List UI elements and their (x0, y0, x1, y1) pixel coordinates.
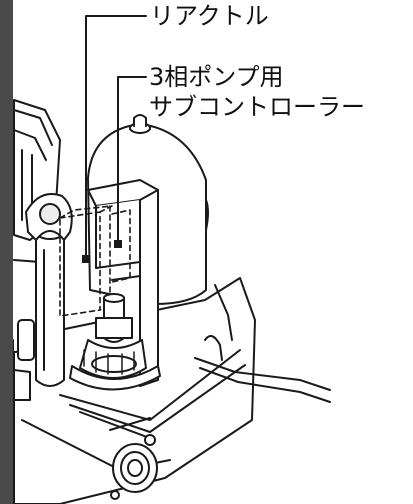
leader-lines (85, 15, 147, 263)
leader-dot-reactor (82, 255, 90, 263)
valve-assembly (69, 293, 161, 391)
outlet-fitting (110, 434, 158, 500)
leader-controller (117, 76, 147, 245)
leader-reactor (85, 15, 147, 263)
cable (194, 357, 331, 391)
pipe (25, 193, 73, 387)
label-sub-controller-line1: 3相ポンプ用 (149, 63, 284, 91)
leader-dot-controller (114, 240, 122, 248)
label-reactor: リアクトル (150, 2, 269, 30)
side-bar (0, 0, 13, 504)
label-sub-controller-line2: サブコントローラー (149, 93, 365, 121)
